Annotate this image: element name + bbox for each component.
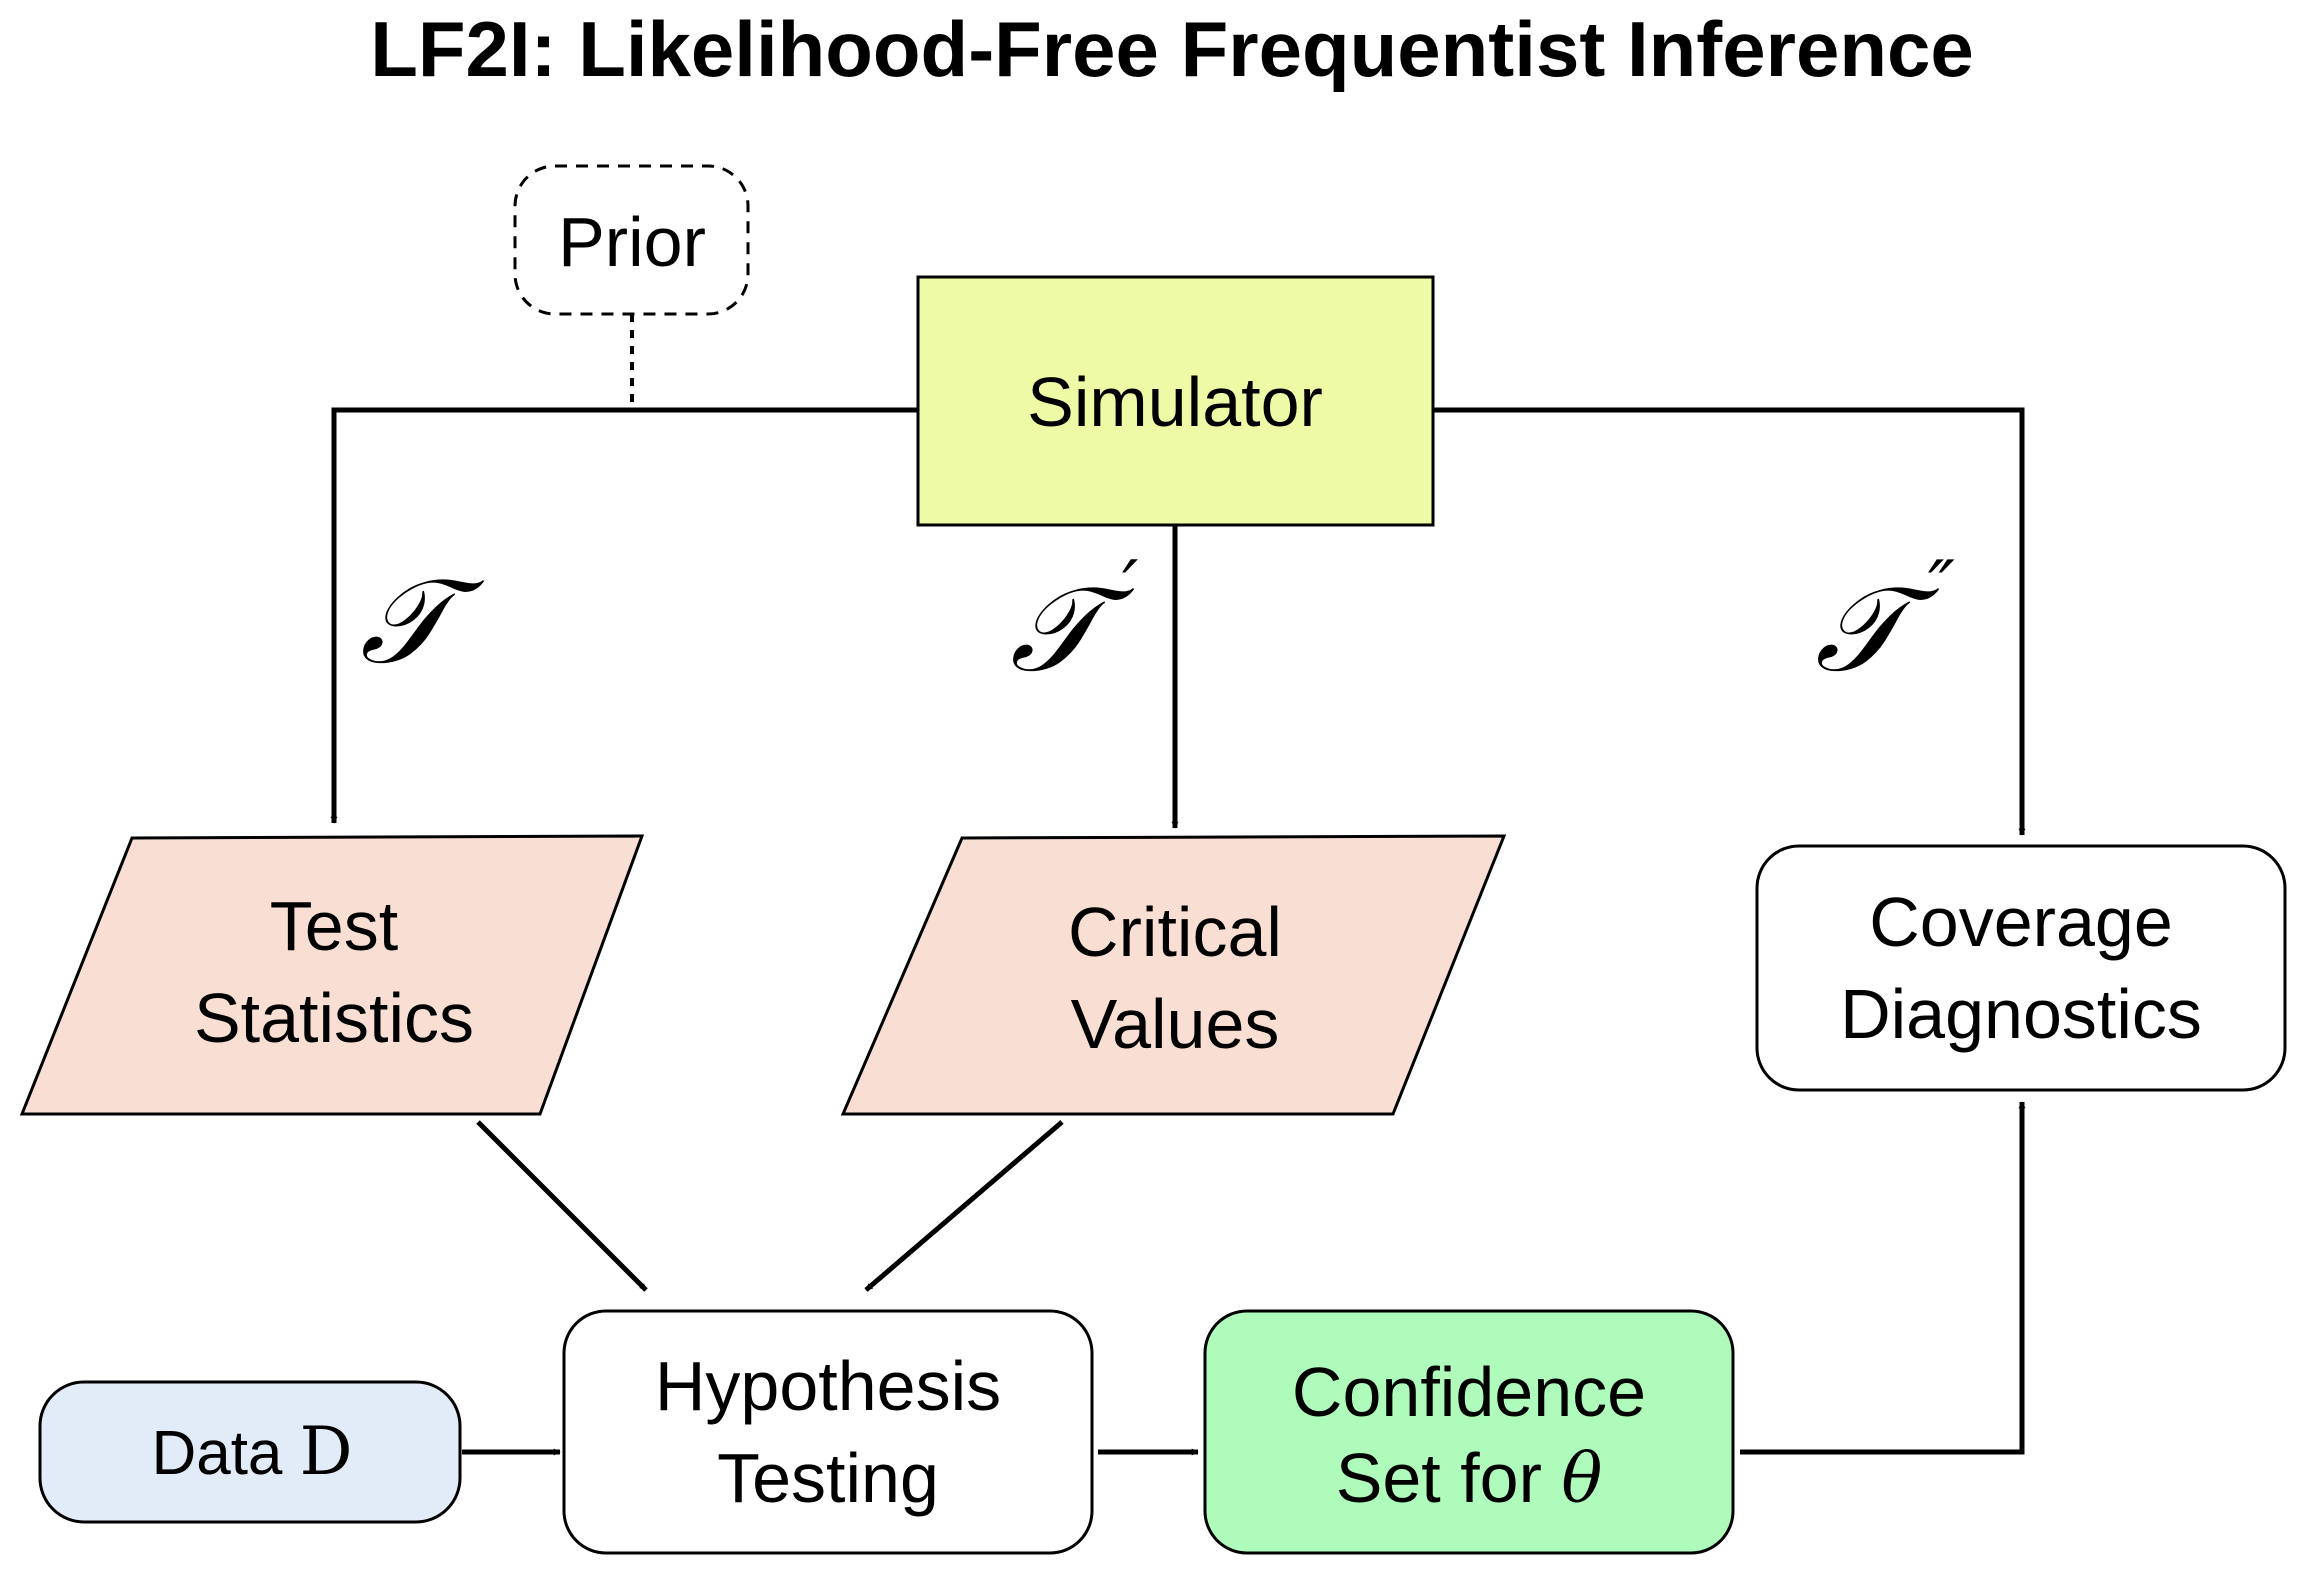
confidence-set-label-line2: Set for θ: [1336, 1439, 1603, 1519]
critical-values-label-line2: Values: [1071, 985, 1280, 1063]
confidence-set-label-text: Set for: [1336, 1439, 1562, 1517]
coverage-diagnostics-box: [1755, 844, 2287, 1092]
confidence-set-box: [1203, 1309, 1735, 1555]
data-label-text: Data: [151, 1419, 299, 1488]
node-coverage-diagnostics: Coverage Diagnostics: [1755, 844, 2287, 1092]
simulator-label: Simulator: [1027, 363, 1323, 441]
diagram-title: LF2I: Likelihood-Free Frequentist Infere…: [370, 5, 1974, 93]
calibration-set-symbol: 𝒯: [1010, 560, 1135, 698]
hypothesis-testing-label-line2: Testing: [717, 1439, 939, 1517]
critical-values-box: [840, 834, 1507, 1116]
edge-test-statistics-to-hypothesis-testing: [476, 1120, 648, 1292]
hypothesis-testing-label-line1: Hypothesis: [655, 1347, 1001, 1425]
node-data: Data D: [38, 1380, 462, 1524]
coverage-diagnostics-label-line2: Diagnostics: [1840, 975, 2202, 1053]
edge-simulator-to-coverage-diagnostics: [1433, 407, 2026, 836]
data-box: [38, 1380, 462, 1524]
test-statistics-box: [19, 834, 645, 1116]
diagnostics-set-symbol: 𝒯: [1815, 560, 1940, 698]
critical-values-label-line1: Critical: [1068, 893, 1282, 971]
diagnostics-prime: ″: [1928, 545, 1955, 629]
test-statistics-label-line2: Statistics: [194, 979, 474, 1057]
node-prior: Prior: [513, 164, 750, 316]
node-test-statistics: Test Statistics: [19, 834, 645, 1116]
data-label: Data D: [151, 1413, 352, 1490]
coverage-diagnostics-label-line1: Coverage: [1869, 883, 2173, 961]
node-confidence-set: Confidence Set for θ: [1203, 1309, 1735, 1555]
node-simulator: Simulator: [916, 275, 1435, 527]
edge-critical-values-to-hypothesis-testing: [864, 1120, 1064, 1292]
label-calibration-set: 𝒯 ′: [1010, 545, 1138, 698]
prior-box: [513, 164, 750, 316]
node-hypothesis-testing: Hypothesis Testing: [562, 1309, 1094, 1555]
label-diagnostics-set: 𝒯 ″: [1815, 545, 1955, 698]
test-statistics-label-line1: Test: [270, 887, 398, 965]
edge-confidence-set-to-coverage-diagnostics: [1740, 1101, 2026, 1455]
theta-symbol: θ: [1561, 1440, 1602, 1519]
simulator-box: [916, 275, 1435, 527]
train-set-symbol: 𝒯: [360, 552, 485, 690]
label-train-set: 𝒯: [360, 552, 485, 690]
node-critical-values: Critical Values: [840, 834, 1507, 1116]
calibration-prime: ′: [1122, 545, 1138, 629]
edge-simulator-to-test-statistics: [330, 407, 918, 824]
confidence-set-label-line1: Confidence: [1292, 1353, 1646, 1431]
prior-label: Prior: [558, 203, 706, 281]
data-symbol: D: [300, 1413, 353, 1490]
hypothesis-testing-box: [562, 1309, 1094, 1555]
